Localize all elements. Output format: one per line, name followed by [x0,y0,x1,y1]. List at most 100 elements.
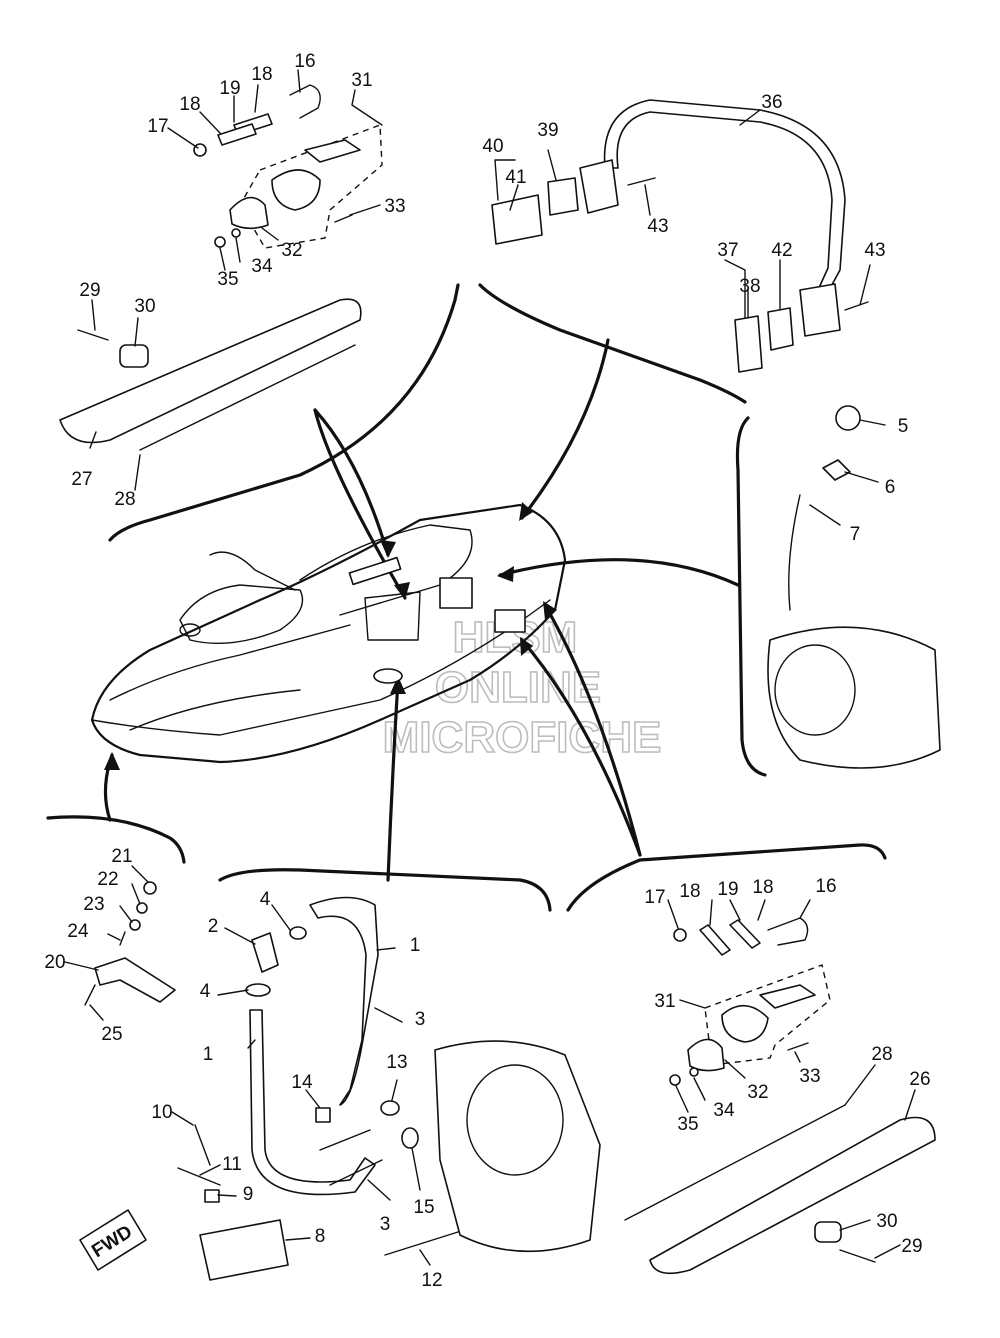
watermark: HLSM ONLINE MICROFICHE [382,612,662,763]
screw-24 [119,931,126,946]
arrowhead-2 [394,582,410,600]
bolt-29-top [77,329,109,341]
elbow-2 [251,932,279,973]
callout-6: 6 [885,477,896,498]
fwd-arrow-shape [79,1209,147,1271]
callout-3: 3 [415,1009,426,1030]
pump-mount-bore [466,1064,564,1176]
callout-28: 28 [871,1044,892,1065]
arrowhead-4 [497,566,514,582]
bracket-20 [94,957,176,1003]
bracket-bottom-middle [218,868,552,912]
washer-top-left [231,228,241,238]
arrowhead-5 [104,752,120,770]
callout-33: 33 [384,196,405,217]
callout-17: 17 [644,887,665,908]
callout-15: 15 [413,1197,434,1218]
callout-9: 9 [243,1184,254,1205]
callout-27: 27 [71,469,92,490]
part-21 [143,881,157,895]
handle-block-42 [767,307,794,351]
bracket-left [46,815,186,864]
callout-39: 39 [537,120,558,141]
gasket-32-bottom [687,1038,725,1072]
handlebar [209,551,296,591]
hood-emblem [179,623,201,637]
hook-16-bottom [767,917,809,946]
callout-1: 1 [203,1044,214,1065]
group-jet-pump [767,405,941,769]
callout-13: 13 [386,1052,407,1073]
callout-7: 7 [850,524,861,545]
callout-16: 16 [815,876,836,897]
callout-18: 18 [679,881,700,902]
seat-rail-on-craft [348,556,402,586]
cap-5 [835,405,861,431]
callout-40: 40 [482,136,503,157]
handle-mount-on-craft [439,577,473,609]
callout-35: 35 [677,1114,698,1135]
callout-25: 25 [101,1024,122,1045]
callout-4: 4 [260,889,271,910]
tube-7 [788,494,801,611]
clamp-4-lower [245,983,271,997]
handle-bracket-bottom [799,283,841,337]
arrow-to-handle [520,338,610,520]
callout-3: 3 [380,1214,391,1235]
callout-28: 28 [114,489,135,510]
callout-30: 30 [876,1211,897,1232]
pump-mount-plate [434,1040,601,1253]
part-11 [177,1167,221,1186]
group-bottom-right-cleat [624,917,936,1275]
gasket-top-left [229,196,269,230]
callout-21: 21 [111,846,132,867]
arrow-to-nozzle-area [498,558,740,587]
callout-14: 14 [291,1072,313,1093]
callout-labels: 16 18 31 19 18 17 33 32 34 35 36 40 39 4… [44,51,930,1291]
arrowhead-1 [380,540,396,558]
screw-25 [84,984,96,1006]
callout-18: 18 [251,64,272,85]
section-brackets [46,283,887,912]
hook-top-left [289,84,321,119]
nut-top-left-2 [214,236,226,248]
hood [179,584,304,644]
bracket-bottom-right [566,843,887,912]
callout-41: 41 [505,167,526,188]
cleat-lever-top-left [304,139,361,163]
seat-rail-27 [59,298,362,444]
callout-20: 20 [44,952,65,973]
callout-30: 30 [134,296,155,317]
callout-26: 26 [909,1069,930,1090]
filter-8 [199,1219,289,1281]
arrow-to-hose [386,678,400,882]
arrowhead-7 [543,601,557,620]
hull-outline [90,503,567,764]
handle-block-40 [491,194,543,245]
watercraft-hull [90,503,567,764]
group-top-right-handle [491,99,869,373]
watermark-line-3: MICROFICHE [383,713,662,762]
leader-lines [64,69,916,1266]
handle-block-38 [734,315,763,373]
bracket-right [735,416,767,777]
callout-24: 24 [67,921,89,942]
callout-42: 42 [771,240,792,261]
callout-10: 10 [151,1102,172,1123]
callout-43: 43 [864,240,885,261]
rail-strip-28 [139,344,356,451]
watermark-line-2: ONLINE [435,663,601,712]
hose-area-on-craft [364,591,421,641]
cleat-housing-top-left [271,169,321,211]
tie-12 [384,1231,459,1256]
callout-29: 29 [901,1236,922,1257]
callout-31: 31 [654,991,675,1012]
callout-31: 31 [351,70,372,91]
seat-rail-26 [649,1116,936,1275]
group-top-left-cleat [193,84,383,249]
callout-2: 2 [208,916,219,937]
part-23 [129,919,141,931]
clamp-13 [380,1100,400,1116]
callout-23: 23 [83,894,104,915]
arrow-to-rear-2 [520,638,642,857]
